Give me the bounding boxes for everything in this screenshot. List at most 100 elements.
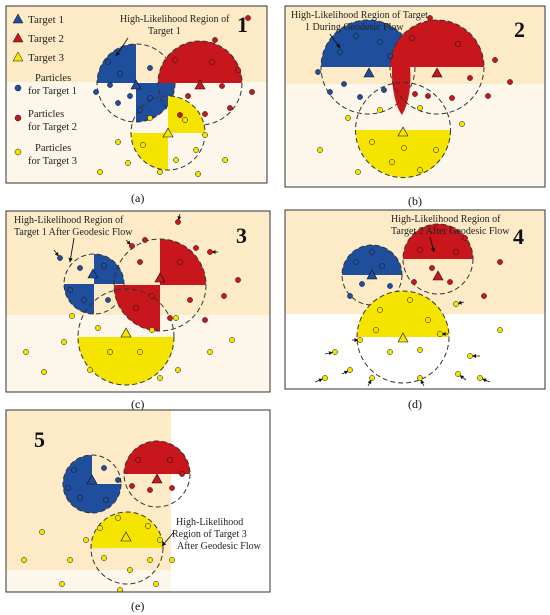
particle-target2: [507, 79, 513, 85]
panel-c-caption: (c): [131, 397, 144, 411]
particle-target1: [147, 65, 153, 71]
particle-target3: [61, 339, 67, 345]
particle-target1: [353, 259, 359, 265]
flow-arrow: [341, 370, 349, 375]
panel-a-frame: [5, 5, 268, 184]
particle-target3: [41, 369, 47, 375]
legend-particles2-icon: [14, 114, 22, 122]
particle-target1: [101, 263, 107, 269]
particle-target2: [179, 471, 185, 477]
legend-particles2-line2: for Target 2: [28, 122, 77, 133]
panel-e-annotation-line1: High-Likelihood: [176, 517, 243, 528]
particle-target3: [459, 121, 465, 127]
particle-target3: [169, 557, 175, 563]
particle-target3: [87, 367, 93, 373]
particle-target3: [173, 315, 179, 321]
particle-target3: [137, 349, 143, 355]
particle-target1: [127, 93, 133, 99]
panel-d-target1-marker: [366, 269, 378, 280]
particle-target3: [95, 325, 101, 331]
particle-target1: [67, 287, 73, 293]
legend-particles2-line1: Particles: [28, 109, 64, 120]
particle-target3: [355, 169, 361, 175]
particle-target3: [453, 301, 459, 307]
particle-target1: [101, 465, 107, 471]
particle-target1: [337, 49, 343, 55]
particle-target2: [177, 259, 183, 265]
particle-target2: [172, 57, 178, 63]
particle-target3: [497, 327, 503, 333]
particle-target3: [173, 157, 179, 163]
particle-target1: [57, 255, 63, 261]
particle-target2: [492, 57, 498, 63]
particle-target2: [425, 93, 431, 99]
particle-target3: [193, 147, 199, 153]
panel-b: High-Likelihood Region of Target 1 Durin…: [284, 5, 546, 208]
legend-target2-icon: [12, 32, 24, 43]
panel-e-target1-marker: [86, 474, 98, 485]
particle-target1: [93, 89, 99, 95]
legend-particles3-icon: [14, 148, 22, 156]
panel-d-target2-marker: [432, 270, 444, 281]
panel-a-legend: Target 1 Target 2 Target 3 Particles for…: [12, 13, 77, 167]
panel-a-caption: (a): [131, 191, 144, 205]
panel-c-target2-marker: [154, 272, 166, 283]
particle-target3: [387, 349, 393, 355]
particle-target1: [315, 69, 321, 75]
panel-a-target2-marker: [194, 79, 206, 90]
particle-target3: [69, 313, 75, 319]
particle-target3: [207, 349, 213, 355]
panel-e-pale-area: [6, 570, 171, 592]
particle-target3: [202, 132, 208, 138]
particle-target1: [147, 95, 153, 101]
panel-a-target3-region: [130, 95, 206, 171]
particle-target3: [389, 159, 395, 165]
particle-target1: [115, 100, 121, 106]
panel-d-target1-region: [341, 244, 403, 306]
panel-b-target2-region: [389, 19, 485, 115]
panel-e-annotation-line2: Region of Target 3: [172, 529, 247, 540]
panel-c: High-Likelihood Region of Target 1 After…: [5, 210, 271, 411]
particle-target1: [379, 263, 385, 269]
flow-arrow: [367, 379, 372, 387]
particle-target1: [387, 53, 393, 59]
particle-target1: [357, 94, 363, 100]
particle-target2: [462, 235, 468, 241]
panel-e-annotation-arrow: [161, 531, 175, 547]
panel-a-annotation-line1: High-Likelihood Region of: [120, 14, 230, 25]
particle-target2: [167, 315, 173, 321]
particle-target3: [407, 297, 413, 303]
particle-target3: [153, 581, 159, 587]
legend-particles1-line2: for Target 1: [28, 86, 77, 97]
particle-target3: [322, 375, 328, 381]
panel-d-particles: [314, 235, 503, 387]
particle-target1: [359, 281, 365, 287]
flow-arrow: [459, 375, 467, 381]
particle-target3: [21, 557, 27, 563]
panel-a-number: 1: [237, 12, 248, 37]
particle-target3: [417, 375, 423, 381]
panel-b-caption: (b): [408, 194, 422, 208]
particle-target1: [377, 39, 383, 45]
particle-target2: [412, 91, 418, 97]
panel-d-number: 4: [513, 224, 524, 249]
particle-target3: [377, 307, 383, 313]
particle-target3: [157, 169, 163, 175]
flow-arrow: [482, 378, 491, 383]
panel-b-annotation-line1: High-Likelihood Region of Target: [291, 10, 428, 21]
particle-target3: [101, 555, 107, 561]
particle-target2: [249, 89, 255, 95]
particle-target3: [373, 327, 379, 333]
particle-target3: [357, 337, 363, 343]
panel-c-annotation-line2: Target 1 After Geodesic Flow: [14, 227, 133, 238]
particle-target3: [140, 142, 146, 148]
particle-target2: [142, 237, 148, 243]
panel-c-target1-marker: [87, 268, 99, 279]
panel-a-particles: [93, 15, 255, 177]
particle-target2: [129, 243, 135, 249]
particle-target2: [449, 95, 455, 101]
legend-target3-icon: [12, 51, 24, 62]
panel-a-target1-marker: [130, 79, 142, 90]
particle-target2: [497, 259, 503, 265]
particle-target1: [115, 477, 121, 483]
